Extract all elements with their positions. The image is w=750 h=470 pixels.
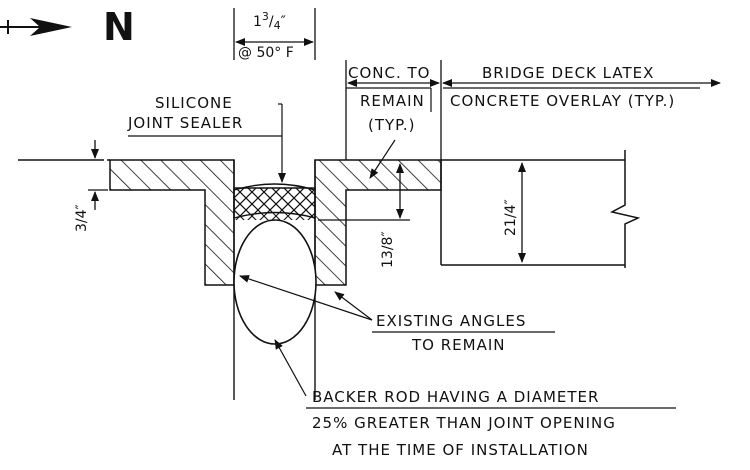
left-concrete-section <box>109 159 235 286</box>
north-arrow-icon: N <box>0 5 135 49</box>
silicone-label: SILICONE JOINT SEALER <box>127 94 286 183</box>
north-letter: N <box>103 5 135 49</box>
svg-text:(TYP.): (TYP.) <box>368 116 416 134</box>
svg-text:13/4″: 13/4″ <box>253 10 286 32</box>
svg-text:TO REMAIN: TO REMAIN <box>411 336 506 354</box>
svg-text:13/8″: 13/8″ <box>380 231 396 268</box>
overlay-width-dimension <box>345 60 721 160</box>
overlay-label: BRIDGE DECK LATEX CONCRETE OVERLAY (TYP.… <box>443 64 700 110</box>
svg-text:EXISTING ANGLES: EXISTING ANGLES <box>376 312 526 330</box>
joint-width-dimension: 13/4″ @ 50° F <box>233 8 316 61</box>
left-depth-dimension: 3/4″ <box>74 140 108 232</box>
svg-text:CONCRETE OVERLAY (TYP.): CONCRETE OVERLAY (TYP.) <box>450 92 675 110</box>
svg-text:SILICONE: SILICONE <box>155 94 233 112</box>
backer-rod <box>233 219 317 345</box>
svg-text:CONC. TO: CONC. TO <box>348 64 430 82</box>
joint-width-whole: 1 <box>253 14 262 30</box>
svg-text:BRIDGE DECK LATEX: BRIDGE DECK LATEX <box>482 64 654 82</box>
bridge-deck-slab <box>440 150 641 268</box>
svg-text:BACKER ROD HAVING A DIAMETER: BACKER ROD HAVING A DIAMETER <box>312 388 599 406</box>
svg-text:AT THE TIME OF INSTALLATION: AT THE TIME OF INSTALLATION <box>332 441 589 459</box>
temperature-note: @ 50° F <box>238 45 294 61</box>
svg-text:25% GREATER THAN JOINT OPENING: 25% GREATER THAN JOINT OPENING <box>312 414 616 432</box>
svg-text:21/4″: 21/4″ <box>503 199 519 236</box>
existing-angles-label: EXISTING ANGLES TO REMAIN <box>239 275 555 354</box>
deck-depth-dimension: 21/4″ <box>503 162 526 263</box>
conc-to-remain-label: CONC. TO REMAIN (TYP.) <box>346 64 432 179</box>
svg-text:JOINT SEALER: JOINT SEALER <box>127 114 243 132</box>
svg-text:3/4″: 3/4″ <box>74 204 90 232</box>
angle-depth-dimension: 13/8″ <box>318 163 410 268</box>
backer-rod-label: BACKER ROD HAVING A DIAMETER 25% GREATER… <box>274 339 676 459</box>
right-concrete-section <box>314 159 442 286</box>
svg-text:REMAIN: REMAIN <box>360 92 425 110</box>
